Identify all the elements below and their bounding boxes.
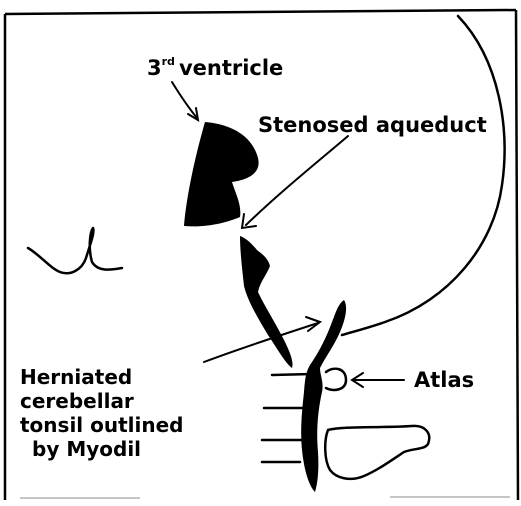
skull-outline [342,16,505,335]
aqueduct-canal-shape [240,236,293,368]
herniated-line-3: tonsil outlined [20,413,184,437]
herniated-line-2: cerebellar [20,389,134,413]
frame-bottom-edge [20,497,510,498]
atlas-ring [326,369,346,390]
spinal-column-shape [301,300,346,492]
label-third-ventricle: 3rdventricle [147,55,283,80]
label-herniated-tonsil: Herniated cerebellar tonsil outlined by … [20,365,184,461]
arrow-stenosed-aqueduct [246,136,348,225]
label-atlas: Atlas [414,368,474,392]
herniated-line-1: Herniated [20,365,132,389]
axis-vertebra-outline [325,426,429,479]
label-stenosed-aqueduct: Stenosed aqueduct [258,113,487,137]
herniated-line-4: by Myodil [32,437,141,461]
ear-outline [28,228,122,273]
arrow-third-ventricle [172,82,197,118]
arrow-herniated-tonsil [204,323,318,362]
third-ventricle-shape [184,122,259,226]
